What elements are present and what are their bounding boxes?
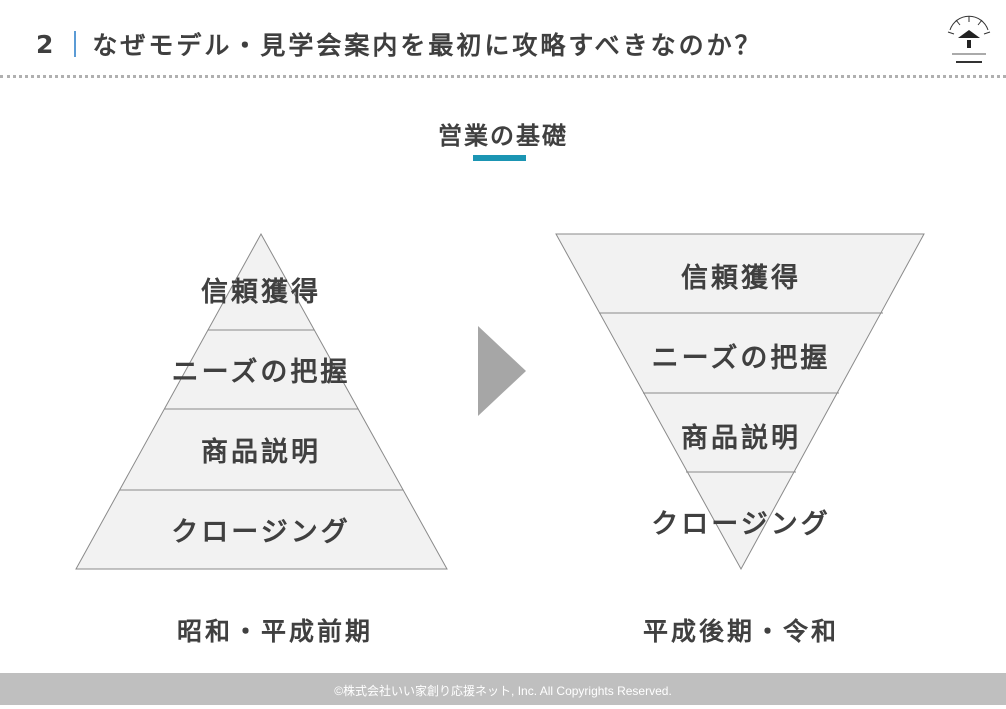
subtitle-underline — [473, 155, 526, 161]
slide-header: 2 なぜモデル・見学会案内を最初に攻略すべきなのか？ — [36, 26, 763, 62]
left-level-1: 信頼獲得 — [201, 277, 321, 308]
header-dotted-rule — [0, 75, 1006, 78]
right-level-4: クロージング — [651, 509, 831, 540]
left-pyramid — [75, 232, 448, 570]
slide-title: なぜモデル・見学会案内を最初に攻略すべきなのか？ — [92, 31, 763, 60]
left-level-3: 商品説明 — [201, 437, 321, 468]
right-level-1: 信頼獲得 — [681, 263, 801, 294]
left-level-2: ニーズの把握 — [171, 357, 351, 388]
right-caption: 平成後期・令和 — [642, 617, 840, 646]
left-level-4: クロージング — [171, 517, 351, 548]
right-inverted-pyramid — [555, 233, 925, 571]
section-number: 2 — [36, 29, 57, 59]
right-level-3: 商品説明 — [681, 423, 801, 454]
company-logo — [947, 15, 991, 63]
left-caption: 昭和・平成前期 — [176, 617, 374, 646]
footer-copyright: ©株式会社いい家創り応援ネット, Inc. All Copyrights Res… — [0, 673, 1006, 705]
right-level-2: ニーズの把握 — [651, 343, 831, 374]
header-divider — [74, 31, 77, 57]
arrow-right-icon — [478, 326, 526, 416]
section-subtitle: 営業の基礎 — [438, 122, 568, 150]
